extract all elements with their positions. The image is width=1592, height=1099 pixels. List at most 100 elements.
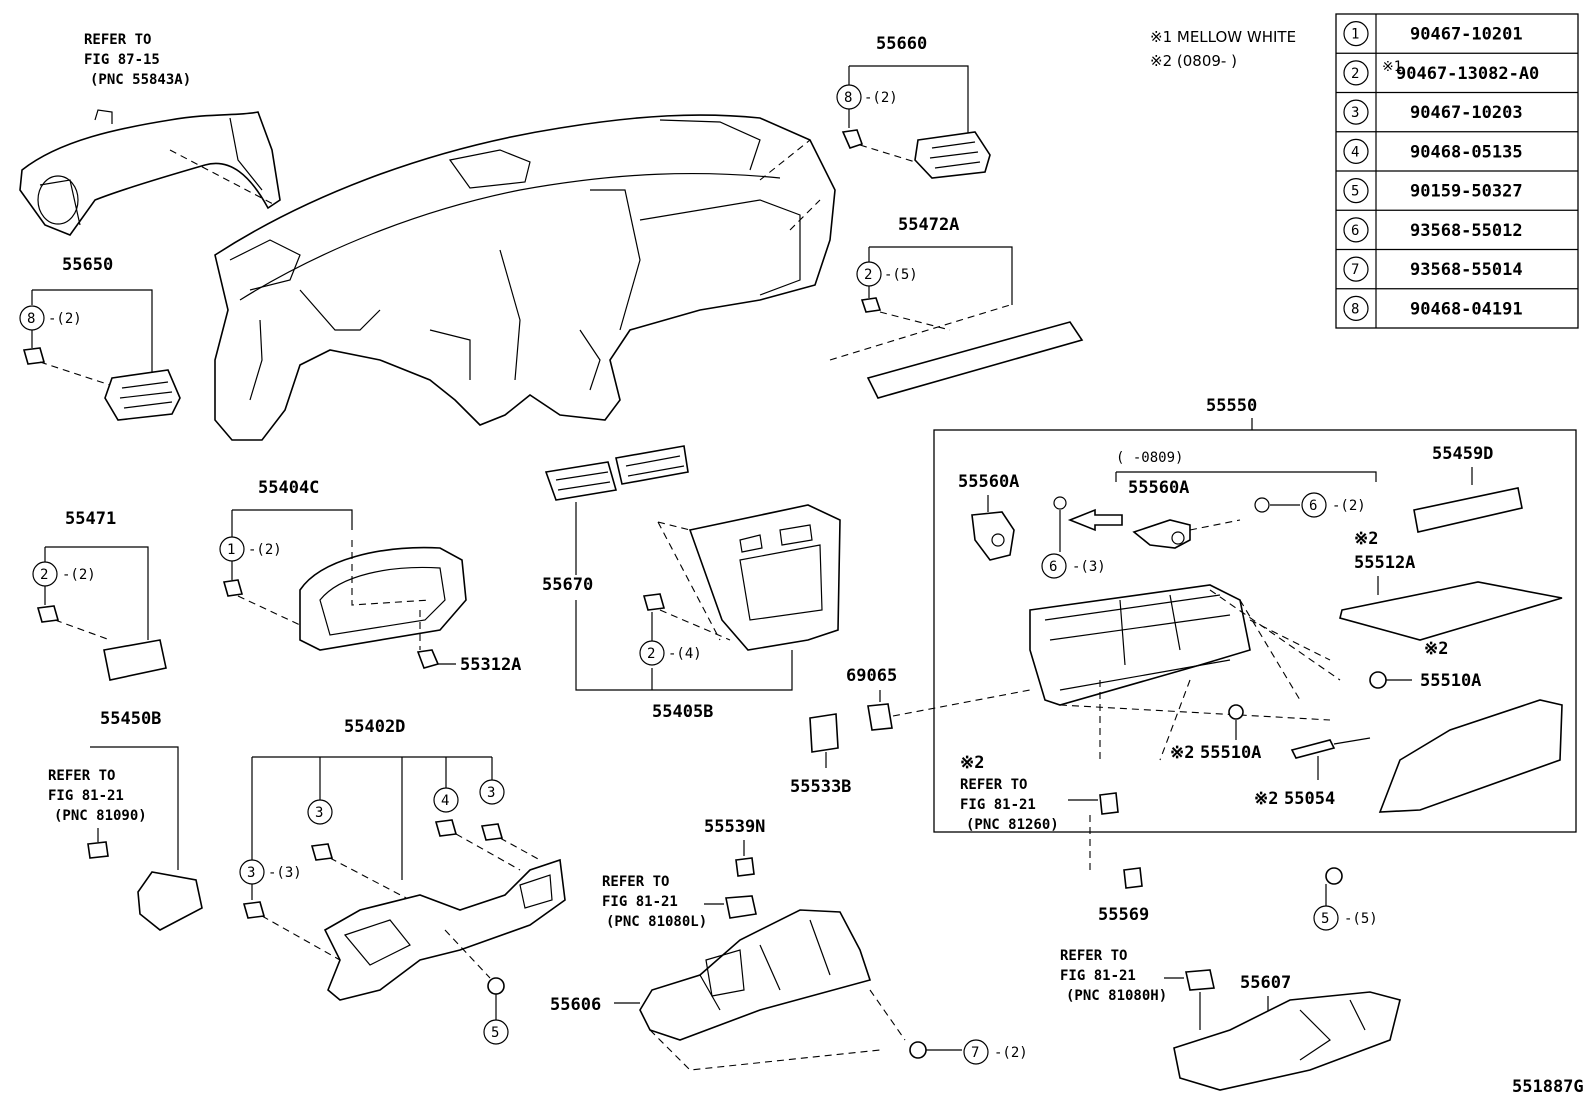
table-key-circle: [1343, 99, 1369, 125]
ref-fig-87-15-line3: (PNC 55843A): [90, 72, 191, 88]
callout-3-a: 3: [307, 799, 333, 825]
qty-55405B: -(4): [668, 646, 702, 662]
label-55472A: 55472A: [898, 215, 959, 235]
latch-55560A-left: [971, 511, 1015, 561]
label-55404C: 55404C: [258, 478, 319, 498]
table-mark: ※1: [1382, 59, 1402, 75]
table-part-number: 93568-55014: [1410, 260, 1523, 280]
label-55569: 55569: [1098, 905, 1149, 925]
label-55312A: 55312A: [460, 655, 521, 675]
mark-55512A: ※2: [1354, 529, 1378, 549]
table-key-circle: [1343, 138, 1369, 164]
svg-text:1: 1: [227, 542, 235, 558]
note-mellow-white: ※1 MELLOW WHITE: [1150, 28, 1296, 46]
ref-81090-line2: FIG 81-21: [48, 788, 124, 804]
table-part-number: 90467-10203: [1410, 103, 1523, 123]
mark-55510A-right: ※2: [1424, 639, 1448, 659]
svg-text:3: 3: [315, 805, 323, 821]
table-key-circle: [1343, 256, 1369, 282]
ref-81080L-line2: FIG 81-21: [602, 894, 678, 910]
register-55650: [104, 369, 181, 421]
ref-81080H-line2: FIG 81-21: [1060, 968, 1136, 984]
switch-81260: [1099, 792, 1119, 815]
qty-5-glovebox: -(5): [1344, 911, 1378, 927]
label-55405B: 55405B: [652, 702, 713, 722]
arrow-left-shape: [1067, 508, 1123, 532]
figure-number: 551887G: [1512, 1077, 1584, 1097]
svg-text:5: 5: [1321, 911, 1329, 927]
lamp-55569: [1123, 867, 1143, 889]
label-55510A-right: 55510A: [1420, 671, 1481, 691]
callout-2-55471: 2: [32, 561, 58, 587]
svg-text:2: 2: [40, 567, 48, 583]
qty-7: -(2): [994, 1045, 1028, 1061]
table-key: 2: [1351, 66, 1359, 82]
qty-55660: -(2): [864, 90, 898, 106]
qty-55472A: -(5): [884, 267, 918, 283]
ref-81090-line3: (PNC 81090): [54, 808, 147, 824]
connector-69065: [867, 703, 893, 731]
center-cluster-55405B: [688, 504, 841, 651]
label-55539N: 55539N: [704, 817, 765, 837]
label-55510A-center: 55510A: [1200, 743, 1261, 763]
instrument-panel: [214, 114, 836, 441]
table-key: 3: [1351, 105, 1359, 121]
svg-text:8: 8: [844, 90, 852, 106]
table-part-number: 90468-04191: [1410, 299, 1523, 319]
label-55450B: 55450B: [100, 709, 161, 729]
mark-55510A-center: ※2: [1170, 743, 1194, 763]
switch-55533B: [809, 713, 839, 753]
table-row: 8 90468-04191: [1336, 288, 1578, 321]
callout-3-b: 3: [479, 779, 505, 805]
callout-3-c: 3: [239, 859, 265, 885]
table-key: 7: [1351, 262, 1359, 278]
qty-55650: -(2): [48, 311, 82, 327]
callout-6-right: 6: [1301, 492, 1327, 518]
svg-text:6: 6: [1309, 498, 1317, 514]
table-key: 1: [1351, 27, 1359, 43]
table-key-circle: [1343, 60, 1369, 86]
ref-81090-line1: REFER TO: [48, 768, 115, 784]
svg-text:7: 7: [971, 1045, 979, 1061]
label-55660: 55660: [876, 34, 927, 54]
table-row: 7 93568-55014: [1336, 248, 1578, 282]
table-part-number: 90468-05135: [1410, 142, 1523, 162]
panel-55471: [103, 639, 167, 681]
table-key-circle: [1343, 178, 1369, 204]
register-55660: [914, 131, 991, 179]
label-55560A-right: 55560A: [1128, 478, 1189, 498]
qty-55402D: -(3): [268, 865, 302, 881]
callout-4: 4: [433, 787, 459, 813]
glovebox-door: [1378, 699, 1563, 813]
ref-81260-line2: FIG 81-21: [960, 797, 1036, 813]
label-69065: 69065: [846, 666, 897, 686]
ref-81260-line3: (PNC 81260): [966, 817, 1059, 833]
switch-81080H: [1185, 969, 1215, 991]
svg-text:2: 2: [864, 267, 872, 283]
label-55459D: 55459D: [1432, 444, 1493, 464]
callout-1-55404C: 1: [219, 536, 245, 562]
label-55471: 55471: [65, 509, 116, 529]
svg-text:4: 4: [441, 793, 449, 809]
label-55560A-left: 55560A: [958, 472, 1019, 492]
console-55606: [639, 909, 872, 1041]
latch-55560A-right: [1132, 519, 1191, 549]
callout-2-55472A: 2: [856, 261, 882, 287]
table-row: 6 93568-55012: [1336, 209, 1578, 243]
ref-fig-87-15-line2: FIG 87-15: [84, 52, 160, 68]
callout-6-left: 6: [1041, 553, 1067, 579]
switch-81080L: [725, 895, 757, 919]
callout-8-55650: 8: [19, 305, 45, 331]
table-part-number: 93568-55012: [1410, 221, 1523, 241]
table-key: 6: [1351, 223, 1359, 239]
callout-5-lower: 5: [483, 1019, 509, 1045]
callout-8-55660: 8: [836, 84, 862, 110]
table-key: 5: [1351, 184, 1359, 200]
label-55650: 55650: [62, 255, 113, 275]
table-key: 8: [1351, 301, 1359, 317]
label-55533B: 55533B: [790, 777, 851, 797]
qty-6-right: -(2): [1332, 498, 1366, 514]
